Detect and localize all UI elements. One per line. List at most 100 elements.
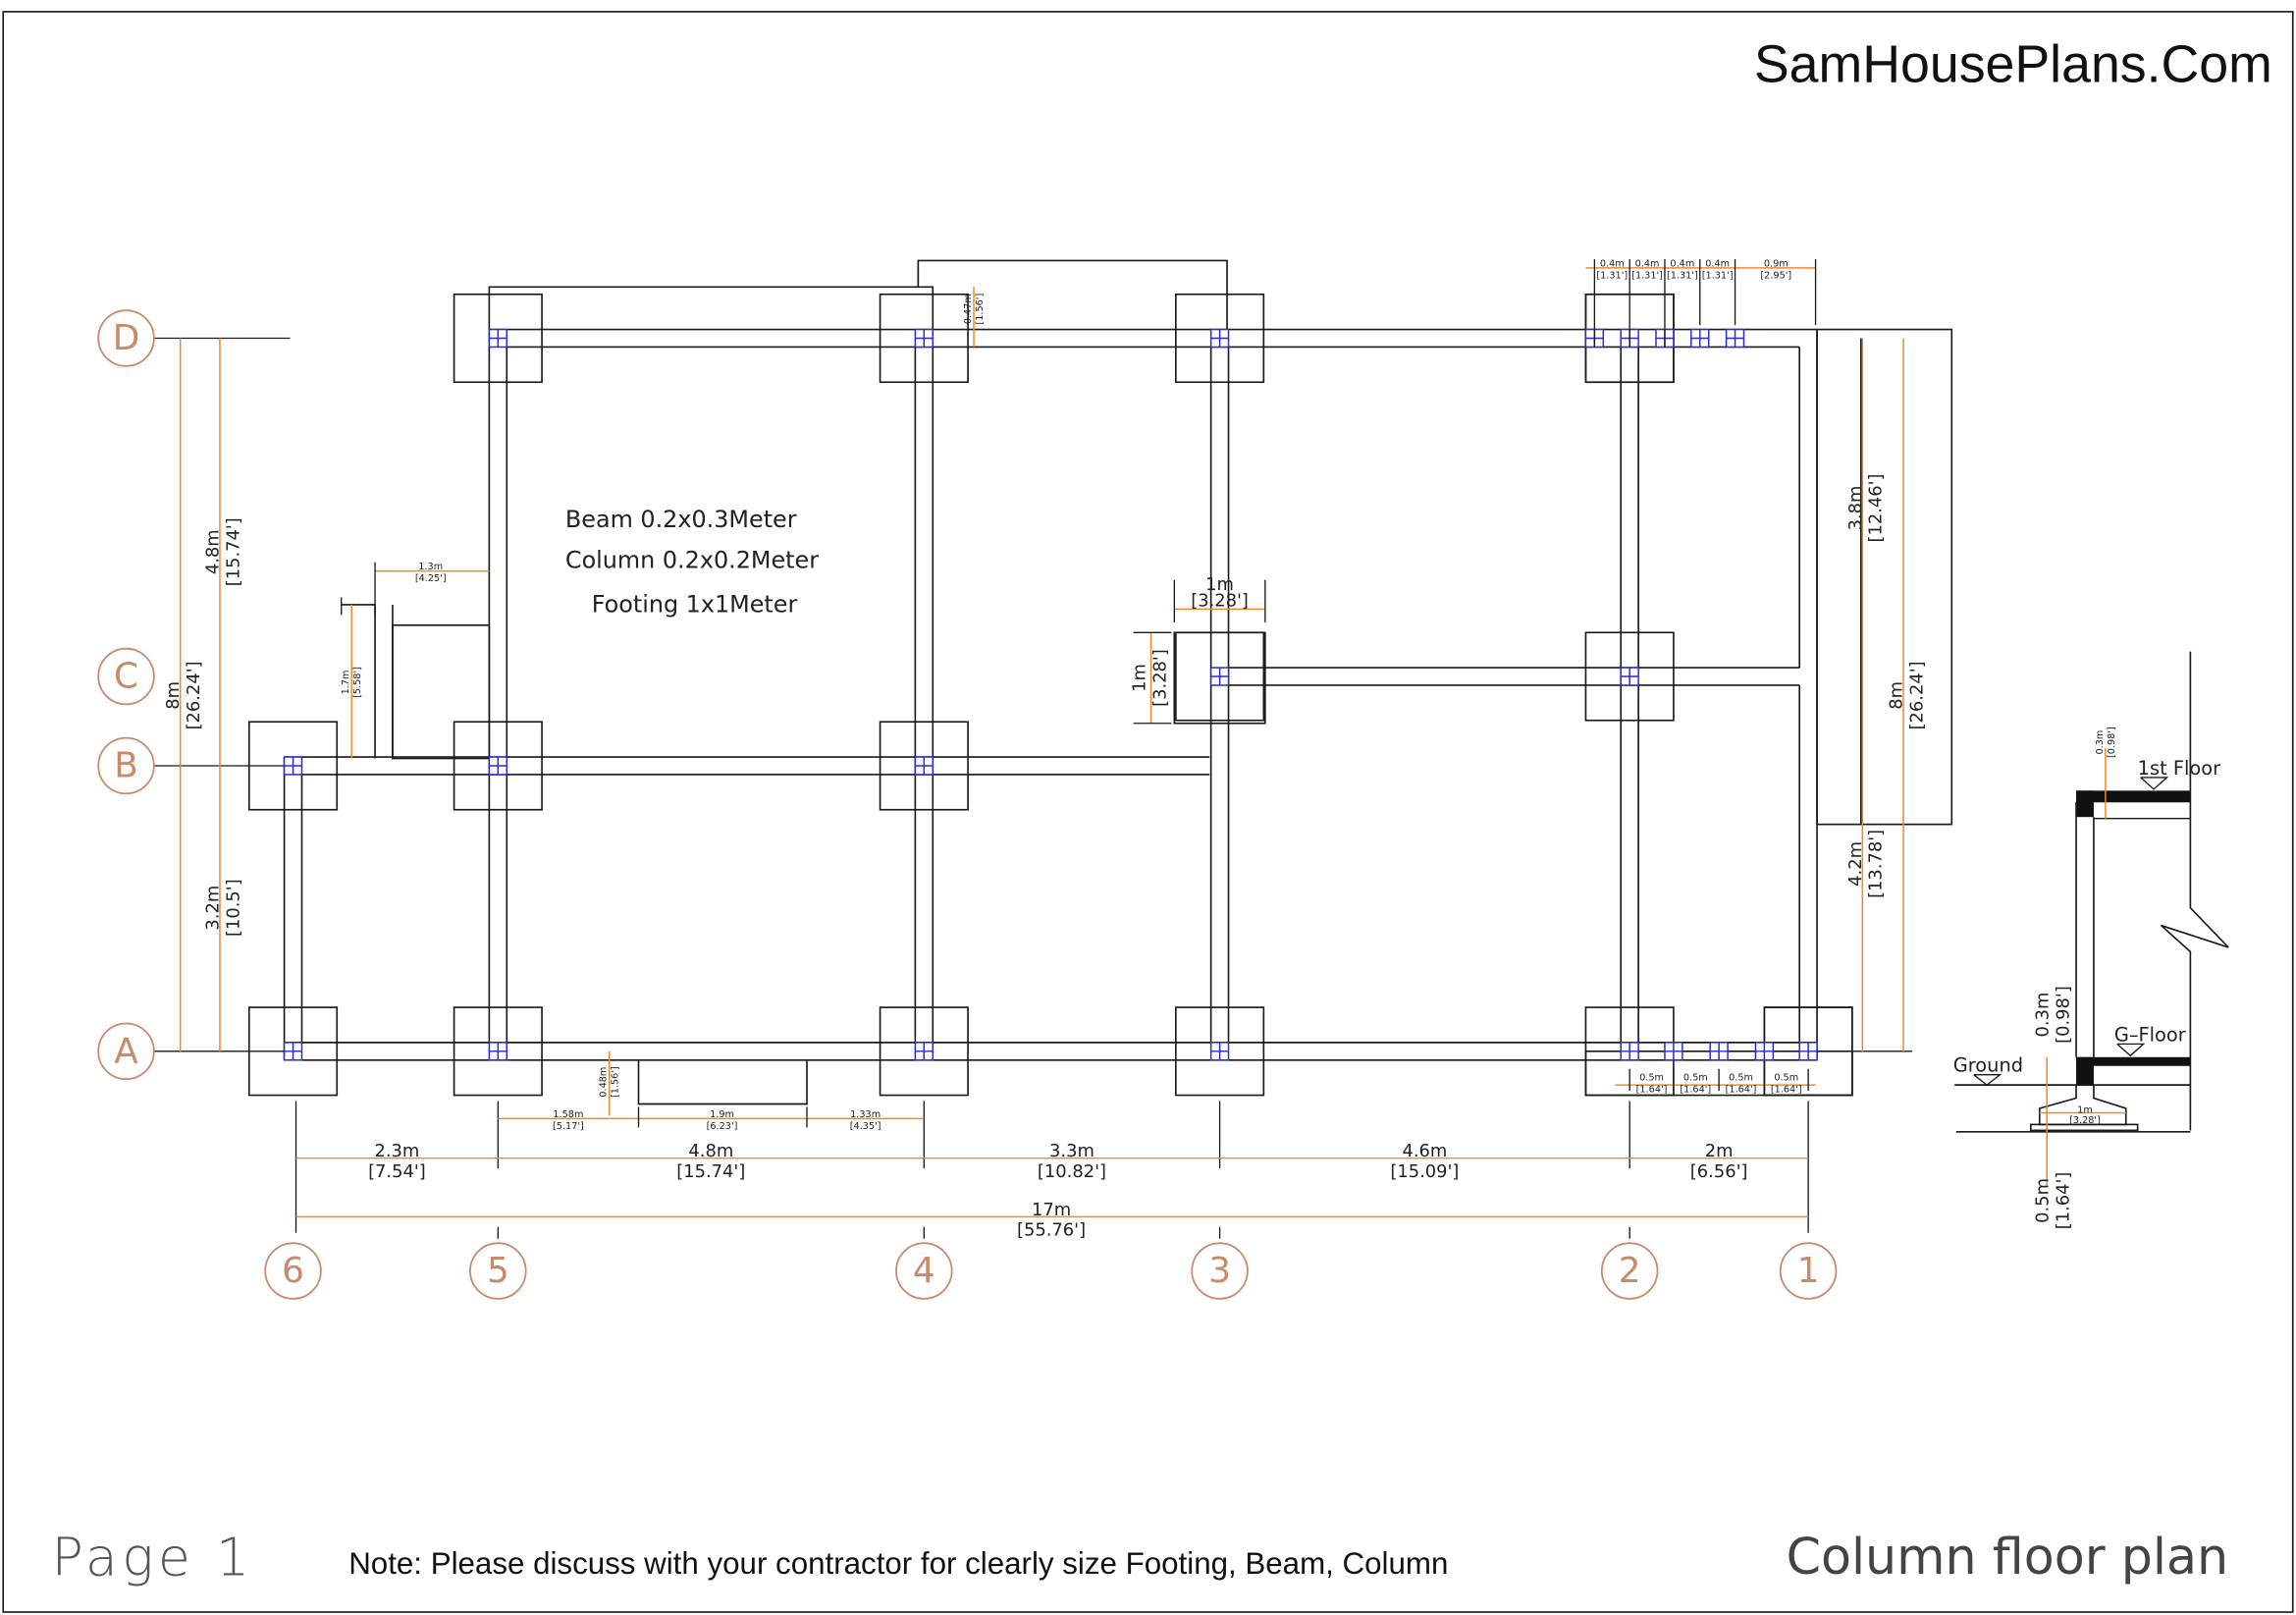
dim-bottom-m: 3.3m [1049,1141,1095,1161]
dim-top-right-ft: [1.31'] [1702,270,1734,281]
dim-stair-h-ft: [5.58'] [352,667,363,698]
columns [283,328,1818,1061]
section-plinth-m: 0.3m [2033,993,2054,1038]
dim-top-right-m: 0.4m [1635,258,1660,269]
svg-text:C: C [114,657,138,697]
dim-bottom-right-ft: [1.64'] [1726,1085,1757,1096]
grid-bubble-col-2: 2 [1600,1242,1659,1300]
column [914,756,934,776]
dim-bottom-ft: [15.09'] [1390,1161,1459,1182]
dim-bottom-m: 4.8m [688,1141,733,1161]
dim-bottom-seg-m: 1.9m [710,1109,734,1120]
grid-lines [153,337,1913,1239]
dim-right-total-ft: [26.24'] [1906,661,1927,729]
spec-notes: Beam 0.2x0.3Meter Column 0.2x0.2Meter Fo… [565,506,819,619]
column [1209,328,1230,349]
dim-bottom-seg-ft: [5.17'] [553,1121,584,1132]
beams [283,328,1818,1061]
dim-bottom-ft: [6.56'] [1690,1161,1748,1182]
grid-bubble-row-A: A [97,1022,155,1081]
column [914,1042,934,1061]
dim-bot-proj-ft: [1.56'] [611,1066,621,1098]
grid-bubble-col-6: 6 [264,1242,322,1300]
svg-text:B: B [114,745,138,785]
footing [879,721,969,811]
dim-bottom-ft: [7.54'] [368,1161,426,1182]
dim-left-total-ft: [26.24'] [184,661,204,729]
ground-label: Ground [1953,1054,2023,1077]
dim-footing-w-m: 1m [1205,574,1234,595]
column [1798,1042,1818,1061]
footing [879,293,969,384]
grid-bubble-row-C: C [97,647,155,706]
column [488,1042,508,1061]
column [283,1042,303,1061]
beam-spec: Beam 0.2x0.3Meter [565,506,797,533]
dim-top-right-m: 0.4m [1670,258,1694,269]
column [1725,328,1745,349]
svg-text:3: 3 [1208,1251,1231,1291]
grid-bubble-row-D: D [97,309,155,367]
dim-top-right-ft: [1.31'] [1596,270,1628,281]
dim-stair-h-m: 1.7m [341,671,351,695]
section-plinth-ft: [0.98'] [2054,986,2074,1044]
column [1754,1042,1775,1061]
dim-top-right-m: 0.4m [1600,258,1625,269]
section-slab-ft: [0.98'] [2107,727,2117,758]
dim-top-proj-m: 0.47m [963,294,974,324]
dimension-lines [179,258,1904,1218]
grid-bubble-col-4: 4 [895,1242,953,1300]
svg-text:6: 6 [282,1251,304,1291]
footing [879,1006,969,1097]
section-depth-m: 0.5m [2033,1178,2054,1223]
section-footing-ft: [3.28'] [2069,1115,2101,1126]
dim-bottom-right-m: 0.5m [1729,1073,1753,1084]
section-footing-m: 1m [2077,1104,2093,1115]
contractor-note: Note: Please discuss with your contracto… [348,1546,1448,1581]
dim-left-db-m: 4.8m [202,529,223,574]
dim-stair-w-m: 1.3m [418,562,443,572]
dim-footing-w-ft: [3.28'] [1191,590,1249,611]
dim-bottom-right-m: 0.5m [1639,1073,1664,1084]
dim-bottom-total-m: 17m [1032,1200,1071,1220]
dim-top-right-ft: [1.31'] [1631,270,1663,281]
dim-footing-h-ft: [3.28'] [1149,649,1170,707]
column [1620,667,1639,686]
grid-bubble-col-3: 3 [1191,1242,1249,1300]
grid-bubble-col-1: 1 [1779,1242,1838,1300]
svg-text:5: 5 [487,1251,509,1291]
column [914,328,934,349]
dim-bottom-seg-m: 1.58m [553,1109,583,1120]
column [1709,1042,1729,1061]
dim-right-total-m: 8m [1887,681,1907,710]
page-label: Page 1 [51,1527,253,1588]
column [1209,1042,1230,1061]
dim-bottom-seg-m: 1.33m [850,1109,881,1120]
brand-logo-text: SamHousePlans.Com [1754,35,2272,94]
footing [1584,631,1675,722]
column [1664,1042,1683,1061]
column [488,756,508,776]
svg-text:D: D [113,318,140,358]
dim-left-ba-m: 3.2m [202,886,223,931]
dim-bottom-right-m: 0.5m [1683,1073,1708,1084]
grid-bubble-row-B: B [97,736,155,795]
grid-bubble-col-5: 5 [469,1242,527,1300]
dim-right-ca-ft: [13.78'] [1866,830,1887,898]
dim-bottom-right-ft: [1.64'] [1680,1085,1711,1096]
grid-bubbles: D C B A 6 5 4 3 2 1 [97,309,1838,1300]
g-floor-label: G–Floor [2114,1023,2186,1046]
dim-bottom-seg-ft: [4.35'] [850,1121,881,1132]
column [1620,1042,1639,1061]
footing-spec: Footing 1x1Meter [592,590,798,618]
column-section-detail: 1st Floor G–Floor Ground 0.3m[0.98'] 0.3… [1953,651,2229,1229]
dim-bottom-m: 4.6m [1402,1141,1447,1161]
dim-bottom-ft: [10.82'] [1038,1161,1106,1182]
dim-bottom-ft: [15.74'] [676,1161,745,1182]
svg-text:2: 2 [1619,1251,1641,1291]
sheet-border [2,11,2294,1613]
footing [1175,1006,1265,1097]
dim-top-right-ft: [1.31'] [1667,270,1698,281]
dim-top-right-m: 0.9m [1764,258,1789,269]
dim-right-dc-ft: [12.46'] [1866,473,1887,542]
